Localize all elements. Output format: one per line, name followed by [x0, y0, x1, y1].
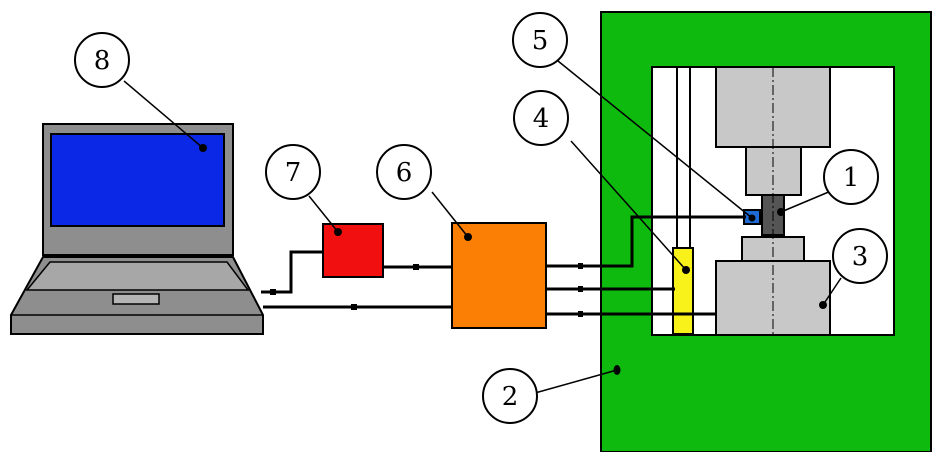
laptop-screen	[50, 133, 225, 227]
leader-7	[308, 195, 339, 233]
leader-2	[534, 369, 618, 394]
cable-marker	[413, 264, 419, 270]
leader-6	[431, 191, 469, 238]
leader-dot-8	[199, 144, 207, 152]
cable-marker	[578, 311, 583, 317]
leader-dot-2	[613, 365, 621, 375]
unit-7-box	[322, 223, 384, 278]
leader-dot-7	[334, 228, 342, 236]
callout-5-label: 5	[532, 26, 549, 56]
callout-3-label: 3	[852, 242, 869, 272]
leader-5	[557, 60, 753, 219]
callout-2-label: 2	[502, 382, 519, 412]
callout-2: 2	[482, 368, 538, 424]
cable-marker	[578, 286, 583, 292]
callout-8: 8	[74, 32, 130, 88]
leader-lines	[123, 60, 842, 394]
displacement-sensor	[672, 247, 694, 335]
callout-5: 5	[512, 12, 568, 68]
cable-sensor5-unit6	[546, 215, 746, 268]
leader-4	[570, 140, 687, 271]
cable-laptop-unit7	[261, 250, 323, 294]
callout-4: 4	[513, 90, 569, 146]
leader-3	[822, 277, 842, 306]
laptop	[10, 123, 264, 335]
leader-dot-6	[464, 233, 472, 241]
callout-6-label: 6	[396, 158, 413, 188]
cable-marker	[578, 263, 583, 269]
cable-markers	[270, 263, 583, 317]
leader-dot-3	[819, 301, 827, 309]
callout-7: 7	[265, 144, 321, 200]
leader-dot-5	[748, 214, 756, 222]
callout-1: 1	[823, 149, 879, 205]
callout-1-label: 1	[843, 163, 860, 193]
callout-4-label: 4	[533, 104, 550, 134]
leader-8	[123, 80, 204, 149]
callout-3: 3	[832, 228, 888, 284]
leader-1	[780, 190, 832, 213]
cable-marker	[351, 304, 357, 310]
laptop-keyboard	[25, 261, 250, 291]
cable-marker	[270, 289, 276, 295]
callout-8-label: 8	[94, 46, 111, 76]
callouts: 1 2 3 4 5 6 7 8	[74, 12, 888, 424]
leader-dot-4	[682, 266, 690, 274]
callout-6: 6	[376, 144, 432, 200]
leader-dots	[199, 144, 827, 375]
leader-dot-1	[777, 208, 785, 216]
callout-7-label: 7	[285, 158, 302, 188]
laptop-touchpad	[112, 293, 160, 305]
